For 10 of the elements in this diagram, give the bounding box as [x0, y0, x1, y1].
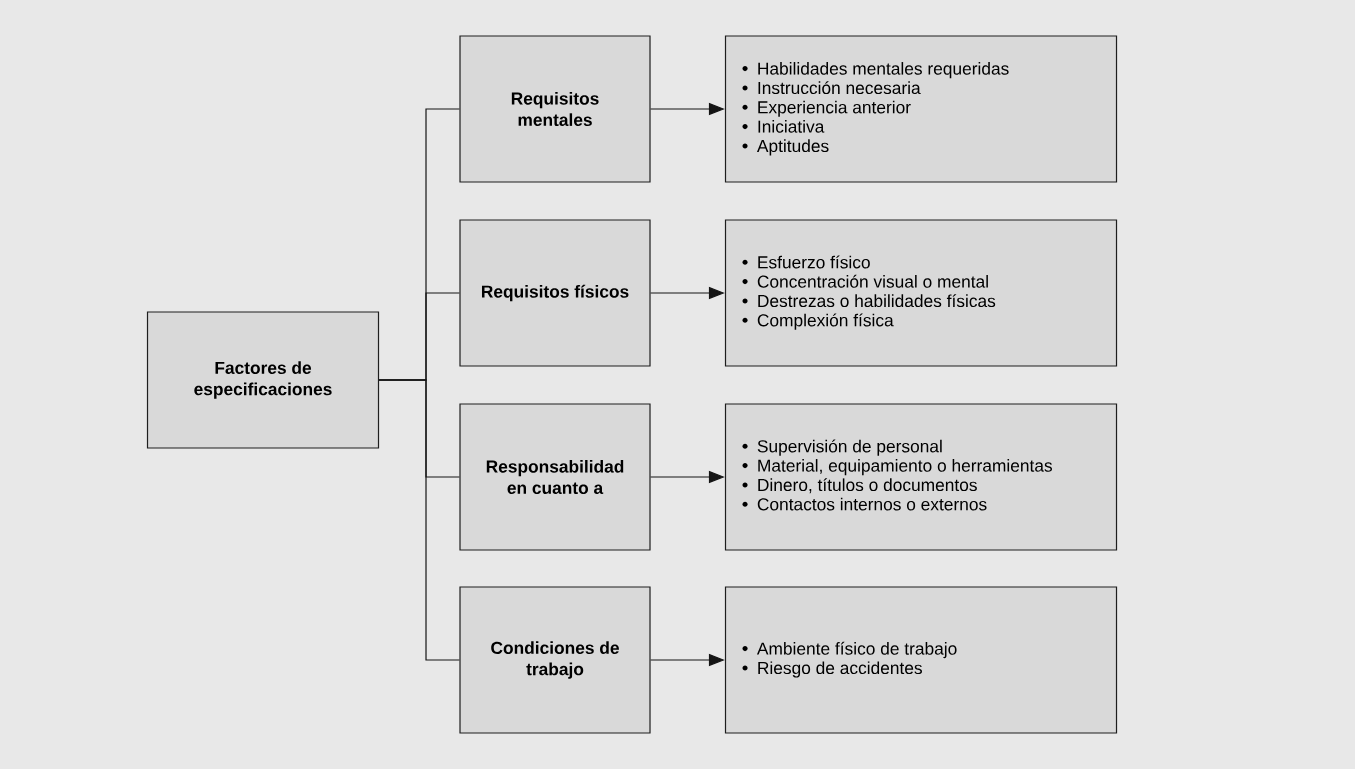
- category-box: Requisitos mentales: [459, 35, 651, 183]
- root-box: Factores de especificaciones: [146, 311, 380, 449]
- bullet-list-box: Esfuerzo físico Concentración visual o mental Destrezas o habilidades físicas Complexión física: [724, 219, 1118, 367]
- category-box: Condiciones de trabajo: [459, 586, 651, 734]
- category-box: Requisitos físicos: [459, 219, 651, 367]
- bullet-list-box: Ambiente físico de trabajo Riesgo de accidentes: [724, 586, 1118, 734]
- tree-connector: [378, 379, 460, 661]
- category-box: Responsabilidad en cuanto a: [459, 403, 651, 551]
- bullet-list-box: Supervisión de personal Material, equipamiento o herramientas Dinero, títulos o documentos Contactos internos o externos: [724, 403, 1118, 551]
- bullet-list-box: Habilidades mentales requeridas Instrucción necesaria Experiencia anterior Iniciativa Aptitudes: [724, 35, 1118, 183]
